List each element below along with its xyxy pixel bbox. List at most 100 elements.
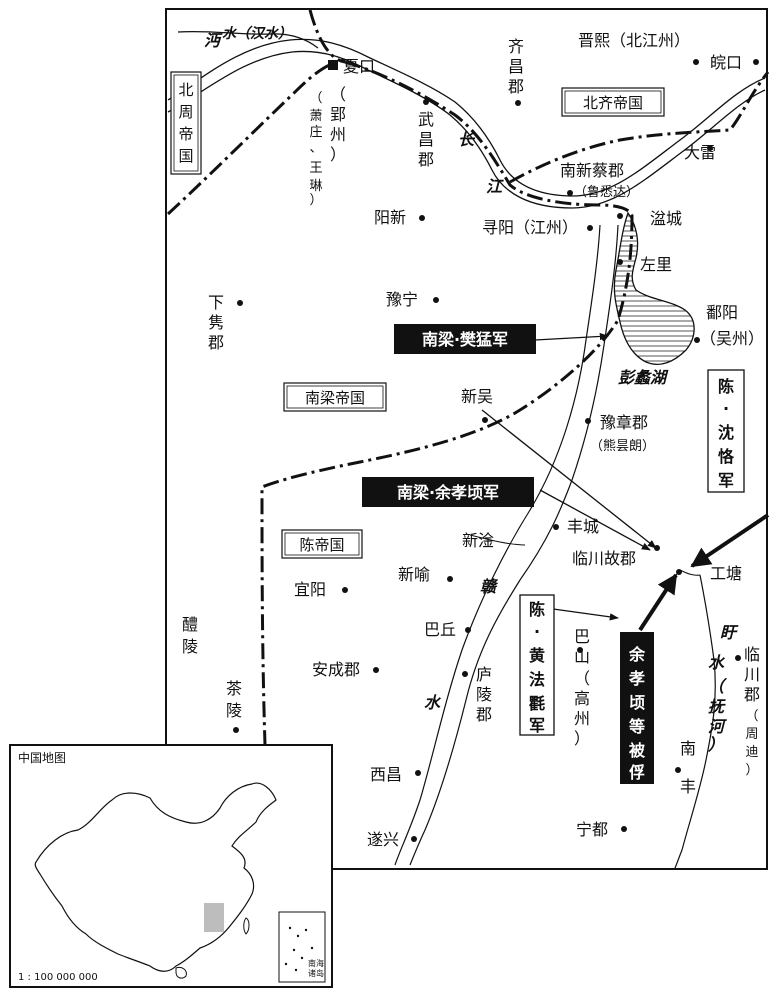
svg-text:川: 川 [744,665,760,684]
boundary-liang-chen [260,214,634,746]
south-sea-label: 南 海 诸 岛 [308,958,324,978]
label-yuning: 豫宁 [386,290,418,309]
label-wuchang: 武 昌 郡 [418,110,434,169]
svg-text:）: ） [330,145,346,164]
svg-text:郡: 郡 [476,705,492,724]
svg-text:郡: 郡 [418,150,434,169]
label-chang: 长 [458,130,476,149]
svg-text:迪: 迪 [745,745,758,760]
label-fuhe: （ 抚 河 ） [707,677,728,754]
svg-text:巴: 巴 [574,627,590,646]
svg-text:海: 海 [316,958,324,968]
svg-text:（: （ [330,85,346,104]
label-north-zhou-1: 北 [178,81,193,99]
hainan-island [175,967,187,979]
svg-text:齐: 齐 [508,37,524,56]
svg-text:抚: 抚 [708,697,726,716]
label-yangxin: 阳新 [374,208,406,227]
south-china-sea-box [278,911,326,983]
label-mian: 沔 [204,31,223,50]
svg-text:王: 王 [309,161,322,176]
svg-text:武: 武 [418,110,434,129]
svg-text:（: （ [745,709,758,724]
svg-text:醴: 醴 [182,615,198,634]
place-labels: 夏口 晋熙（北江州） 皖口 大雷 南新蔡郡 （鲁悉达） 阳新 寻阳（江州） 湓城… [294,31,764,849]
inset-title: 中国地图 [18,750,66,765]
inset-scale: 1 : 100 000 000 [18,972,98,983]
svg-text:州: 州 [330,125,346,144]
label-chaling: 茶 陵 [226,679,242,720]
army-captured: 余 孝 顷 等 被 俘 [620,632,654,784]
svg-text:）: ） [707,735,724,754]
label-suixing: 遂兴 [367,830,399,849]
svg-text:（: （ [708,677,728,696]
army-huang-faqu: 陈 · 黄 法 氍 军 [519,594,555,736]
svg-text:庄: 庄 [309,124,322,140]
label-nanfeng: 南 丰 [680,739,696,796]
svg-text:昌: 昌 [508,57,524,76]
svg-text:临: 临 [744,645,760,664]
svg-text:）: ） [745,763,758,778]
svg-text:山: 山 [574,647,590,666]
svg-text:陵: 陵 [182,637,198,656]
gan-river [394,224,619,866]
arrow-shen-ke [690,513,770,568]
label-lingling: 醴 陵 [182,615,198,656]
han-river [177,30,319,49]
water-labels: 沔 水（汉水） 长 江 彭蠡湖 赣 水 盱 水 （ 抚 河 ） [204,25,739,754]
label-yuzhang-note: （熊昙朗） [590,438,655,454]
svg-text:周: 周 [745,727,758,742]
label-ningdu: 宁都 [576,820,608,839]
map-frame [165,8,768,870]
svg-text:昌: 昌 [418,130,434,149]
svg-text:陵: 陵 [476,685,492,704]
label-nanxincai-note: （鲁悉达） [574,185,639,200]
svg-text:氍: 氍 [528,694,545,713]
label-yuzhang: 豫章郡 [600,413,648,432]
arrow-fan-meng [534,332,609,341]
label-zuoli: 左里 [640,255,672,274]
inset-china-map: 中国地图 南 海 诸 岛 1 : 100 000 000 [9,744,333,988]
pengli-lake [613,211,695,365]
svg-text:（: （ [309,91,322,106]
tributaries [469,534,701,576]
label-poyang-note: （吴州） [700,329,764,348]
svg-text:郢: 郢 [330,105,346,124]
svg-text:黄: 黄 [529,646,545,665]
army-yu-xiaoqing: 南梁·余孝顷军 [362,477,534,507]
yangtze-river [167,38,766,209]
svg-text:国: 国 [178,147,193,165]
label-linchuan-old: 临川故郡 [572,549,636,568]
xu-river [674,574,716,869]
svg-text:茶: 茶 [226,679,242,698]
svg-text:、: 、 [309,141,322,156]
label-jiang: 江 [486,177,504,196]
svg-text:庐: 庐 [476,665,492,684]
svg-text:恪: 恪 [717,447,735,466]
label-xiakou-note: （ 萧 庄 、 王 琳 ） （ 郢 州 ） [309,85,346,208]
svg-text:余: 余 [628,645,646,664]
label-fengcheng: 丰城 [567,517,599,536]
label-pengli: 彭蠡湖 [618,368,669,387]
svg-text:郡: 郡 [208,333,224,352]
capital-marker-xiakou [328,60,338,70]
svg-text:南梁·樊猛军: 南梁·樊猛军 [422,330,508,349]
label-bashan: 巴 山 （ 高 州 ） [574,627,590,748]
svg-text:陈: 陈 [529,600,545,619]
svg-text:南: 南 [308,958,316,968]
svg-text:顷: 顷 [629,693,645,712]
svg-text:）: ） [574,729,590,748]
inset-highlight-area [204,903,224,932]
taiwan-island [243,917,250,935]
arrow-huang-faqu [545,607,619,621]
label-jinxi: 晋熙（北江州） [578,31,690,50]
svg-text:高: 高 [574,689,590,708]
svg-text:河: 河 [708,717,727,736]
svg-text:诸: 诸 [308,969,316,978]
label-xu-shui: 水 [708,653,726,672]
svg-text:沈: 沈 [718,423,734,442]
label-nan-liang: 南梁帝国 [305,389,365,407]
svg-text:州: 州 [574,709,590,728]
arrow-yu-xiaoqing [539,489,651,551]
